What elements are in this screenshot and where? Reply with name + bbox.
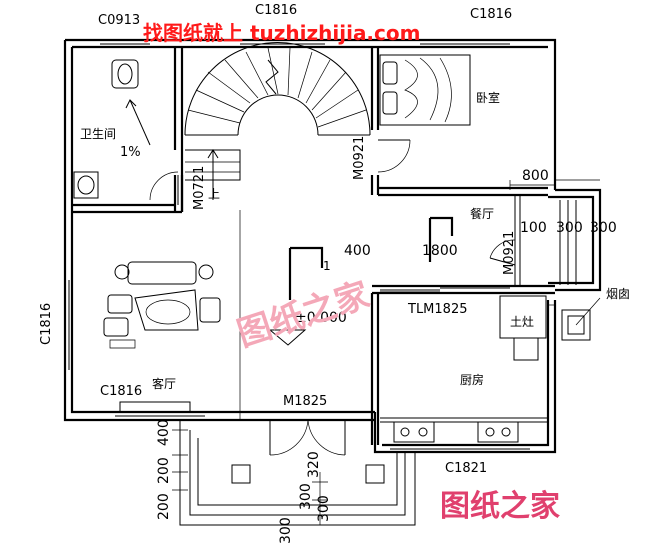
- fixture-stove: 土灶: [510, 315, 534, 329]
- fixtures: [73, 54, 601, 443]
- stair-up-label: 上: [208, 187, 220, 201]
- label-c1816-living: C1816: [100, 384, 142, 399]
- dim-300-a: 300: [556, 220, 583, 236]
- section-marks: [239, 210, 454, 420]
- room-kitchen: 厨房: [460, 372, 484, 387]
- watermark-bottom: 图纸之家: [440, 489, 560, 524]
- label-c1816-top-right: C1816: [470, 7, 512, 22]
- room-labels: 卫生间 卧室 餐厅 客厅 厨房 烟囱 土灶: [80, 90, 630, 391]
- slope-label: 1%: [120, 145, 141, 160]
- room-living: 客厅: [152, 376, 176, 391]
- opening-labels: C0913 C1816 C1816 C1816 C1816 C1821 M072…: [39, 3, 517, 476]
- room-dining: 餐厅: [470, 206, 494, 221]
- dim-1800: 1800: [422, 243, 458, 259]
- doors: [149, 139, 516, 456]
- outer-walls: [63, 38, 602, 454]
- label-c1821: C1821: [445, 461, 487, 476]
- dim-320: 320: [306, 451, 322, 478]
- dim-300-stair-1: 300: [298, 483, 314, 510]
- dim-800: 800: [522, 168, 549, 184]
- room-bathroom: 卫生间: [80, 127, 116, 141]
- interior-walls: [72, 47, 555, 445]
- dim-400-left: 400: [156, 419, 172, 446]
- dim-100: 100: [520, 220, 547, 236]
- label-m0921-dining: M0921: [502, 231, 517, 275]
- watermark-top: 找图纸就上 tuzhizhijia.com: [143, 21, 420, 45]
- dimension-labels: 800 100 300 300 400 1800 400 200 200 320…: [156, 168, 617, 544]
- spiral-stair: [184, 42, 371, 200]
- annotations: 1% ±0.000 上 1: [120, 145, 347, 326]
- room-bedroom: 卧室: [476, 90, 500, 105]
- room-chimney: 烟囱: [606, 287, 630, 301]
- label-m1825: M1825: [283, 394, 327, 409]
- dim-200-b: 200: [156, 493, 172, 520]
- label-c1816-top-mid: C1816: [255, 3, 297, 18]
- label-m0921-bedroom: M0921: [352, 136, 367, 180]
- label-tlm1825: TLM1825: [407, 302, 467, 317]
- section-mark-label: 1: [323, 259, 331, 273]
- elevation-label: ±0.000: [295, 310, 347, 326]
- dim-300-bottom: 300: [278, 517, 294, 544]
- dim-200-a: 200: [156, 457, 172, 484]
- dim-300-b: 300: [590, 220, 617, 236]
- entrance-porch: [172, 179, 600, 526]
- label-c1816-left: C1816: [39, 303, 54, 345]
- dim-400: 400: [344, 243, 371, 259]
- dim-300-stair-2: 300: [316, 495, 332, 522]
- watermark-center: 图纸之家: [233, 275, 375, 355]
- label-c0913: C0913: [98, 13, 140, 28]
- label-m0721: M0721: [192, 166, 207, 210]
